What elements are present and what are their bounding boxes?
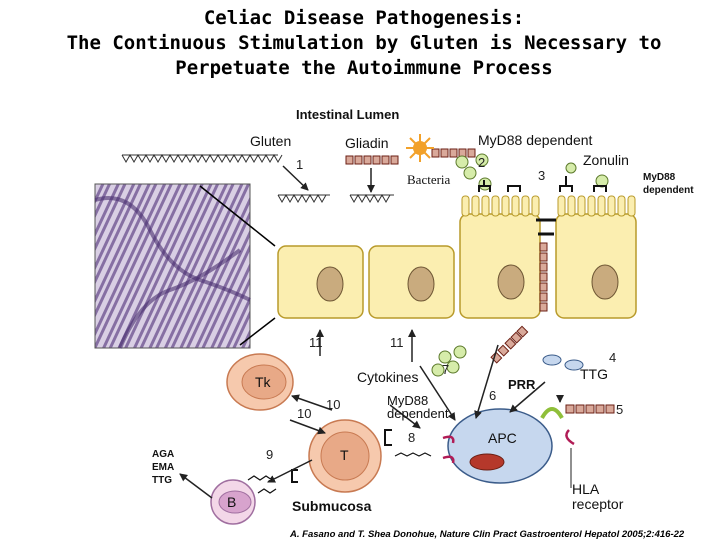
- step-1: 1: [296, 157, 304, 172]
- ttg-label: TTG: [580, 366, 608, 382]
- tk-cell: [226, 353, 294, 411]
- t-cell-label: T: [340, 447, 349, 463]
- title-line-1: Celiac Disease Pathogenesis:: [203, 7, 525, 29]
- epithelial-cells: [277, 213, 637, 319]
- b-cell: [210, 479, 256, 525]
- hla-line-2: receptor: [572, 496, 624, 512]
- tk-cell-label: Tk: [255, 374, 271, 390]
- hla-receptor-label: HLA receptor: [572, 482, 623, 512]
- hla-receptor: [442, 429, 575, 464]
- myd88-right-line-2: dependent: [643, 185, 694, 196]
- slide-title: Celiac Disease Pathogenesis: The Continu…: [0, 6, 728, 81]
- prr-label: PRR: [508, 377, 536, 392]
- ttg-antibody-label: TTG: [152, 475, 172, 486]
- microvilli: [461, 195, 636, 217]
- zoom-line: [199, 185, 276, 247]
- step-11-b: 11: [390, 335, 404, 350]
- prr-receptor: [540, 407, 564, 420]
- t-cell: [308, 419, 382, 493]
- step-4: 4: [609, 350, 617, 365]
- antibody-labels: AGA EMA TTG: [152, 448, 174, 487]
- gliadin-label: Gliadin: [345, 135, 389, 151]
- tcr-brackets: [291, 429, 392, 483]
- citation: A. Fasano and T. Shea Donohue, Nature Cl…: [290, 529, 685, 540]
- pathway-arrows: [179, 165, 564, 499]
- step-11-a: 11: [309, 335, 323, 350]
- gliadin-peptide: [345, 148, 476, 165]
- paracellular-gliadin: [490, 242, 615, 414]
- myd88-right-label: MyD88 dependent: [643, 171, 694, 197]
- step-5: 5: [616, 402, 624, 417]
- histology-villus: [94, 196, 251, 302]
- b-cell-label: B: [227, 494, 237, 510]
- histology-villus: [118, 248, 242, 349]
- intestinal-lumen-label: Intestinal Lumen: [296, 107, 400, 122]
- title-line-3: Perpetuate the Autoimmune Process: [175, 57, 553, 79]
- myd88-mid-label: MyD88 dependent: [387, 394, 448, 420]
- step-9: 9: [266, 447, 274, 462]
- gluten-peptide: [121, 153, 283, 164]
- histology-image: [94, 183, 251, 349]
- myd88-mid-line-1: MyD88: [387, 393, 429, 408]
- submucosa-label: Submucosa: [292, 498, 372, 514]
- step-3: 3: [538, 168, 546, 183]
- cell-receptors: [478, 176, 607, 192]
- cytokines-label: Cytokines: [357, 369, 419, 385]
- step-2: 2: [478, 155, 486, 170]
- antigen-presentation: [247, 452, 432, 494]
- step-10-b: 10: [297, 406, 312, 421]
- hla-line-1: HLA: [572, 481, 600, 497]
- step-10-a: 10: [326, 397, 341, 412]
- gluten-fragment: [277, 193, 394, 204]
- gluten-label: Gluten: [250, 133, 292, 149]
- myd88-right-line-1: MyD88: [643, 172, 676, 183]
- bacteria-icon: [406, 134, 434, 162]
- zoom-line: [239, 317, 276, 346]
- step-7: 7: [442, 362, 450, 377]
- zonulin-label: Zonulin: [583, 152, 629, 168]
- ttg-enzyme: [542, 354, 584, 371]
- apc-label: APC: [488, 430, 517, 446]
- step-6: 6: [489, 388, 497, 403]
- step-8: 8: [408, 430, 416, 445]
- ema-label: EMA: [152, 462, 175, 473]
- aga-label: AGA: [152, 449, 175, 460]
- apc-cell: [447, 408, 553, 484]
- myd88-dependent-top-label: MyD88 dependent: [478, 132, 593, 148]
- title-line-2: The Continuous Stimulation by Gluten is …: [66, 32, 662, 54]
- myd88-mid-line-2: dependent: [387, 406, 449, 421]
- bacteria-label: Bacteria: [407, 172, 451, 187]
